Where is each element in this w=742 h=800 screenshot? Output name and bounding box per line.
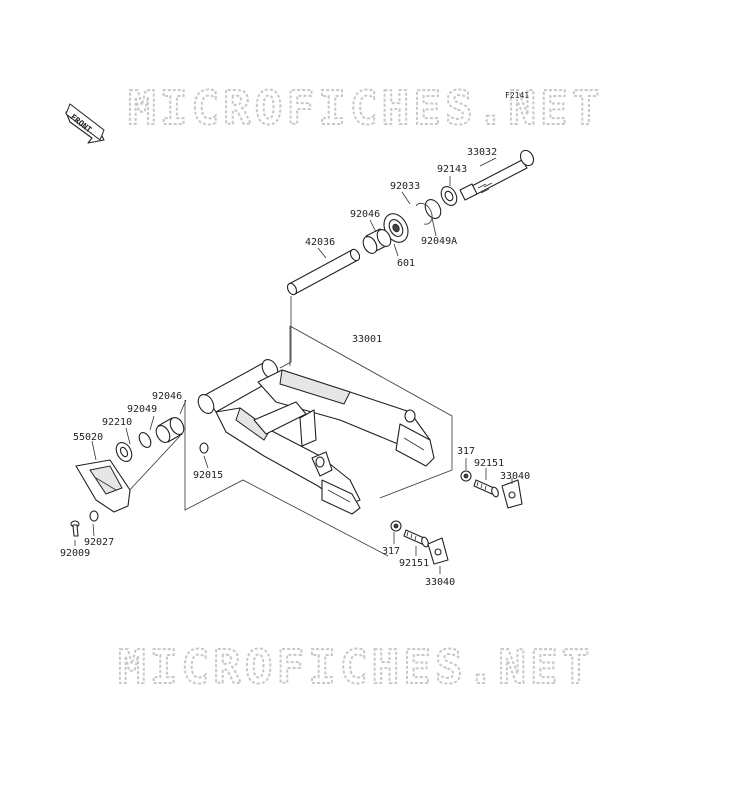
collar-92210 bbox=[115, 442, 133, 462]
label-92151-right: 92151 bbox=[474, 458, 504, 469]
label-317-lower: 317 bbox=[382, 546, 400, 557]
group-frame-lines bbox=[125, 325, 453, 557]
snap-ring bbox=[415, 202, 433, 225]
label-42036: 42036 bbox=[305, 237, 335, 248]
label-92151-lower: 92151 bbox=[399, 558, 429, 569]
leader-lines-upper bbox=[279, 157, 497, 369]
sleeve-tube bbox=[286, 248, 361, 296]
pivot-shaft bbox=[459, 149, 535, 201]
label-33001: 33001 bbox=[352, 334, 382, 345]
watermark-bottom: MICROFICHES.NET bbox=[118, 640, 593, 694]
leader-lines-right bbox=[465, 458, 513, 484]
label-92049: 92049 bbox=[127, 404, 157, 415]
label-92027: 92027 bbox=[84, 537, 114, 548]
needle-bearing-lower bbox=[155, 417, 185, 443]
leader-lines-lower-left bbox=[74, 399, 209, 546]
label-92046-lower: 92046 bbox=[152, 391, 182, 402]
leader-lines-lower bbox=[393, 532, 441, 574]
adjuster-plate-right bbox=[501, 479, 523, 509]
label-92143: 92143 bbox=[437, 164, 467, 175]
front-arrow-icon: FRONT bbox=[65, 103, 105, 144]
nut-317-lower bbox=[390, 520, 402, 532]
label-33032: 33032 bbox=[467, 147, 497, 158]
label-92009: 92009 bbox=[60, 548, 90, 559]
swingarm bbox=[197, 359, 435, 515]
label-92015: 92015 bbox=[193, 470, 223, 481]
label-92210: 92210 bbox=[102, 417, 132, 428]
washer-92027 bbox=[89, 510, 99, 522]
circlip-92049A bbox=[424, 199, 442, 219]
figure-ref: F2141 bbox=[505, 91, 529, 100]
label-92049A: 92049A bbox=[421, 236, 457, 247]
bolt-92009 bbox=[70, 520, 80, 537]
circlip-92049 bbox=[138, 432, 152, 448]
bearing bbox=[383, 213, 409, 243]
label-33040-lower: 33040 bbox=[425, 577, 455, 588]
label-92046-upper: 92046 bbox=[350, 209, 380, 220]
collar bbox=[440, 186, 458, 206]
label-33040-right: 33040 bbox=[500, 471, 530, 482]
nut-317-right bbox=[460, 470, 472, 482]
label-601: 601 bbox=[397, 258, 415, 269]
adjuster-plate-lower bbox=[427, 537, 449, 565]
watermark-top: MICROFICHES.NET bbox=[128, 81, 603, 135]
chain-guide bbox=[75, 459, 131, 513]
bolt-92151-lower bbox=[403, 529, 429, 548]
label-55020: 55020 bbox=[73, 432, 103, 443]
label-92033: 92033 bbox=[390, 181, 420, 192]
label-317-right: 317 bbox=[457, 446, 475, 457]
bolt-92151-right bbox=[473, 479, 499, 498]
